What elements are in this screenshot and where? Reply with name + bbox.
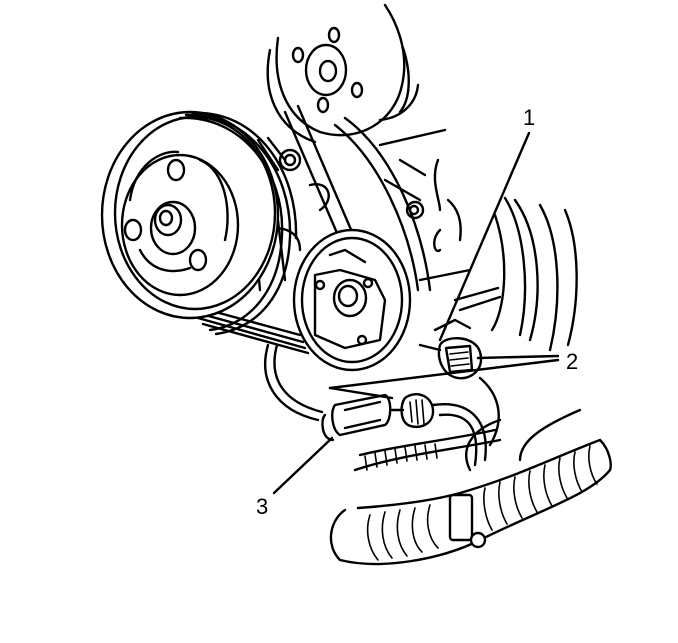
wiring-harness bbox=[264, 343, 582, 472]
upper-pulley bbox=[266, 3, 420, 144]
leader-line-1 bbox=[438, 131, 531, 342]
leader-line-2a bbox=[476, 354, 560, 360]
leader-line-2c bbox=[328, 386, 394, 400]
drive-belt bbox=[188, 104, 432, 355]
tensioner-pulley bbox=[292, 228, 412, 372]
callout-3: 3 bbox=[256, 494, 269, 519]
corrugated-conduit bbox=[329, 438, 612, 566]
leader-lines bbox=[272, 131, 560, 495]
leader-line-2b bbox=[328, 358, 560, 390]
callout-2: 2 bbox=[566, 349, 579, 374]
leader-line-3 bbox=[272, 436, 334, 495]
callout-1: 1 bbox=[523, 105, 536, 130]
harness-clip bbox=[448, 493, 474, 542]
clip-fastener bbox=[469, 531, 487, 549]
compressor-pulley bbox=[100, 110, 298, 336]
harness-connector bbox=[321, 393, 435, 442]
